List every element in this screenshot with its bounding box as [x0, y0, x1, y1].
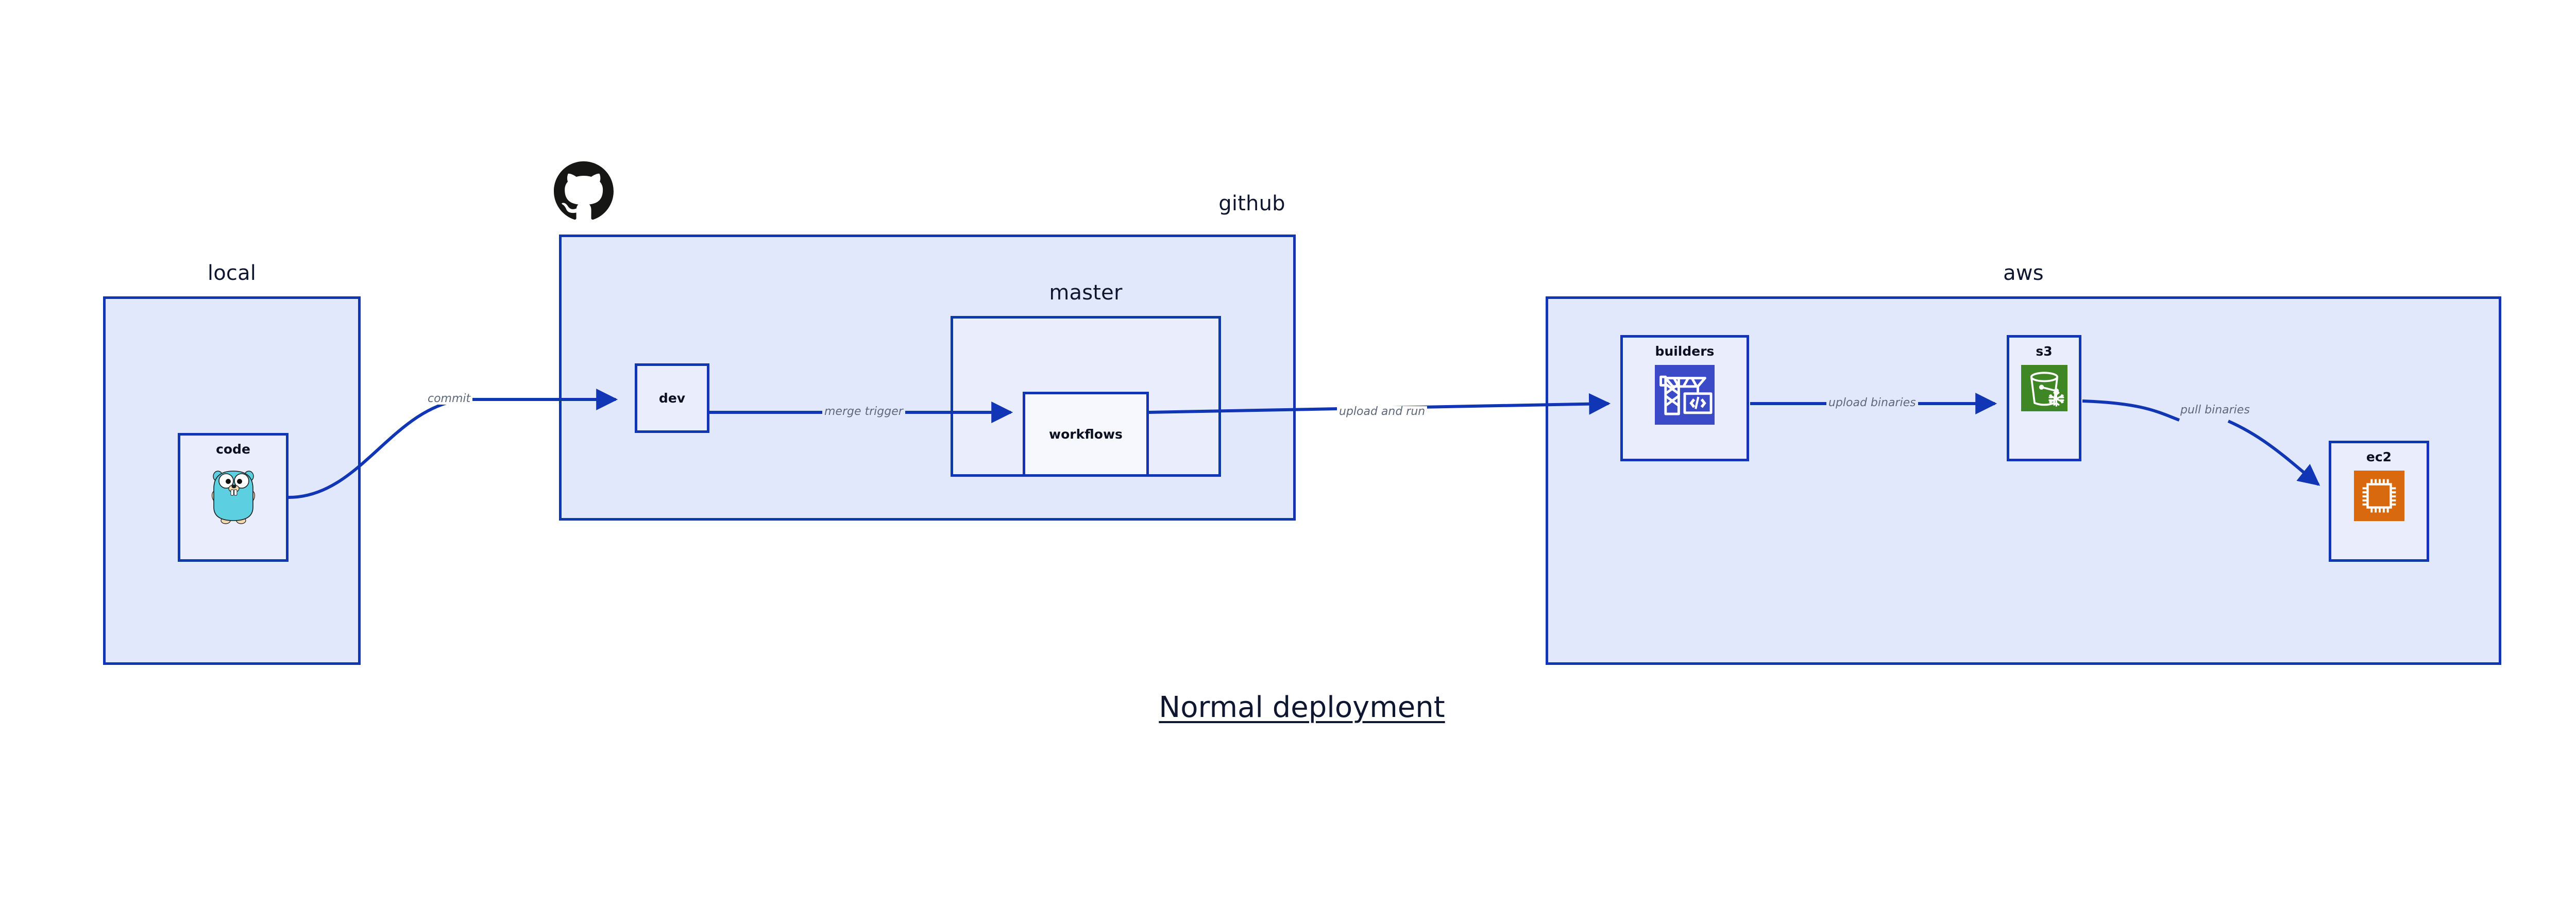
node-label-workflows: workflows — [1049, 427, 1123, 442]
node-label-code: code — [216, 442, 250, 457]
node-code[interactable]: code — [178, 433, 289, 562]
page-title: Normal deployment — [1159, 691, 1445, 724]
edge-label-upload-and-run: upload and run — [1337, 406, 1428, 417]
node-label-s3: s3 — [2036, 344, 2053, 359]
node-label-builders: builders — [1655, 344, 1715, 359]
github-octocat-logo — [554, 161, 614, 222]
edge-label-pull-binaries: pull binaries — [2178, 405, 2252, 416]
edge-label-upload-binaries: upload binaries — [1826, 397, 1918, 409]
aws-ec2-cpu-chip-icon — [2353, 471, 2404, 523]
node-dev[interactable]: dev — [635, 363, 709, 433]
group-label-master: master — [1049, 281, 1123, 305]
node-s3[interactable]: s3 — [2007, 335, 2081, 461]
node-label-dev: dev — [658, 391, 686, 406]
group-label-local: local — [207, 261, 257, 285]
node-label-ec2: ec2 — [2366, 449, 2392, 464]
go-gopher-icon — [210, 463, 257, 527]
aws-s3-glacier-bucket-icon — [2021, 365, 2067, 413]
edge-label-commit: commit — [426, 393, 473, 405]
node-ec2[interactable]: ec2 — [2329, 441, 2429, 562]
aws-codebuild-crane-icon — [1655, 365, 1715, 427]
group-label-aws: aws — [2003, 261, 2044, 285]
node-builders[interactable]: builders — [1620, 335, 1749, 461]
node-workflows[interactable]: workflows — [1023, 392, 1149, 477]
group-label-github: github — [1218, 192, 1285, 215]
edge-label-merge-trigger: merge trigger — [822, 406, 905, 417]
